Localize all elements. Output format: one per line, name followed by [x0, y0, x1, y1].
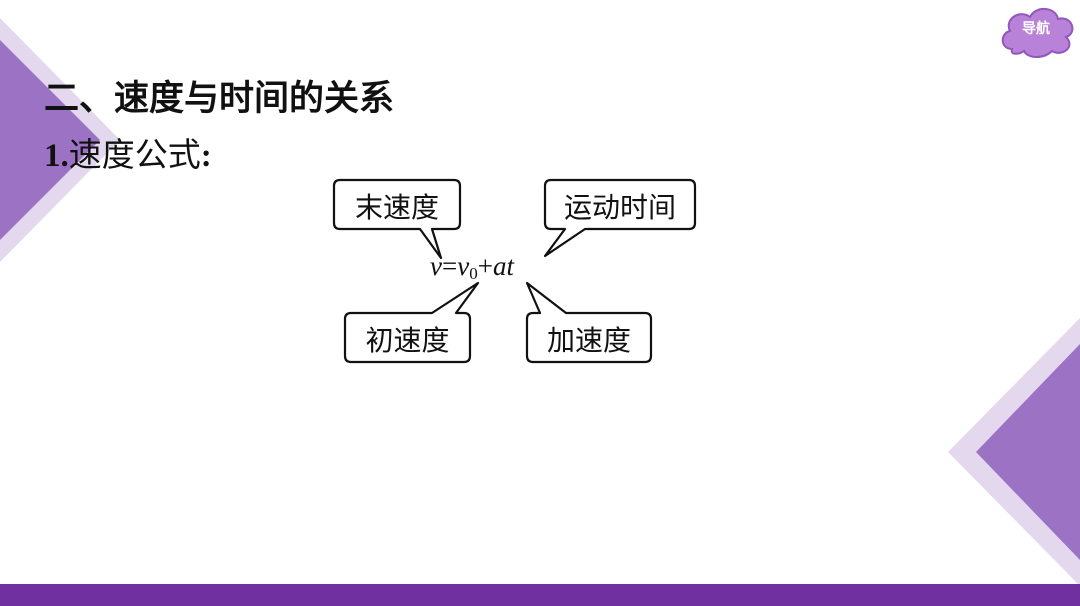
callout-acceleration: 加速度 — [546, 324, 631, 357]
callout-motion-time: 运动时间 — [563, 191, 676, 224]
callout-final-velocity: 末速度 — [354, 191, 439, 224]
left-corner-decoration — [0, 18, 120, 262]
callout-bubble-motion-time — [543, 178, 697, 258]
nav-button-label: 导航 — [1022, 21, 1050, 37]
velocity-formula: v=v0+at — [430, 251, 514, 283]
subheading-text: 速度公式 — [68, 135, 201, 174]
bottom-accent-bar — [0, 584, 1080, 606]
callout-bubble-initial-velocity — [343, 281, 480, 364]
callout-bubble-acceleration — [525, 281, 653, 364]
cloud-icon — [1001, 8, 1074, 58]
nav-button[interactable]: 导航 — [998, 3, 1080, 59]
item-number: 1. — [44, 138, 69, 174]
section-heading: 二、速度与时间的关系 — [44, 79, 395, 119]
subheading: 1.速度公式: — [44, 128, 212, 176]
right-corner-decoration — [948, 318, 1080, 586]
callout-bubble-final-velocity — [332, 178, 462, 260]
callout-initial-velocity: 初速度 — [365, 324, 450, 357]
colon: : — [200, 138, 212, 174]
